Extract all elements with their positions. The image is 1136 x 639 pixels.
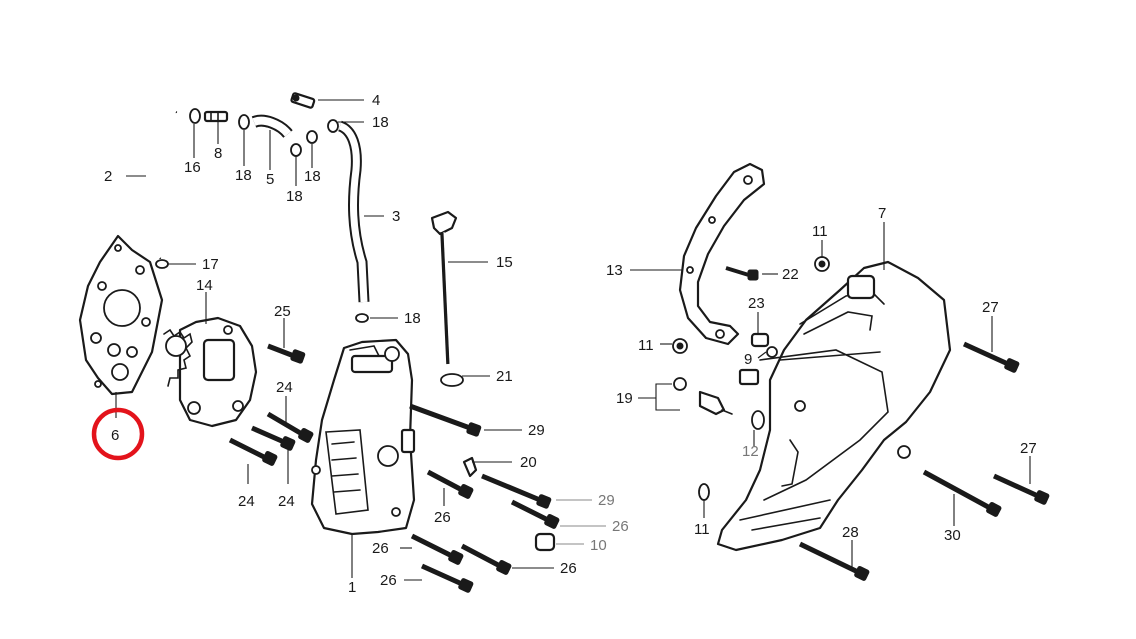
dipstick-part-15 (430, 210, 458, 365)
callout-25: 25 (274, 303, 291, 320)
hose-part-2 (137, 105, 178, 261)
cover-part-7 (716, 260, 952, 552)
callout-15: 15 (496, 254, 513, 271)
pin-part-23 (750, 332, 770, 348)
o-ring-part-21 (440, 373, 464, 387)
callout-29-a: 29 (528, 422, 545, 439)
callout-26-e: 26 (380, 572, 397, 589)
callout-10: 10 (590, 537, 607, 554)
callout-18-c: 18 (304, 168, 321, 185)
bolt-part-24-c (228, 437, 278, 466)
bracket-part-13 (678, 162, 766, 346)
callout-21: 21 (496, 368, 513, 385)
part-9 (766, 346, 778, 358)
callout-20: 20 (520, 454, 537, 471)
washer-part-11-a (814, 256, 830, 272)
bolt-part-30 (922, 469, 1002, 517)
bolt-part-28 (798, 541, 870, 581)
part-12 (751, 410, 765, 430)
callout-26-a: 26 (434, 509, 451, 526)
callout-12: 12 (742, 443, 759, 460)
hose-part-5 (251, 114, 293, 139)
fitting-part-4 (290, 92, 316, 109)
callout-6: 6 (111, 427, 119, 444)
gasket-part-6 (78, 234, 164, 396)
bolt-part-27-a (962, 341, 1020, 373)
callout-18-a: 18 (372, 114, 389, 131)
callout-29-b: 29 (598, 492, 615, 509)
callout-28: 28 (842, 524, 859, 541)
callout-26-c: 26 (372, 540, 389, 557)
bolt-part-26-d (460, 543, 512, 575)
crankcase-cover-part-1 (310, 338, 416, 536)
washer-part-11-b (672, 338, 688, 354)
bolt-part-24-a (266, 411, 314, 443)
callout-18-b: 18 (235, 167, 252, 184)
callout-8: 8 (214, 145, 222, 162)
callout-18-d: 18 (286, 188, 303, 205)
callout-16: 16 (184, 159, 201, 176)
callout-27-b: 27 (1020, 440, 1037, 457)
highlight-circle (91, 407, 145, 461)
callout-11-bottom: 11 (694, 521, 710, 538)
callout-9: 9 (744, 351, 752, 368)
oil-pump-part-14 (163, 316, 258, 428)
callout-19: 19 (616, 390, 633, 407)
hose-part-3 (337, 120, 370, 303)
callout-11-left: 11 (638, 337, 654, 354)
bolt-part-27-b (992, 473, 1050, 505)
clip-part-20 (462, 456, 478, 478)
callout-4: 4 (372, 92, 380, 109)
callout-23: 23 (748, 295, 765, 312)
callout-18-e: 18 (404, 310, 421, 327)
callout-2: 2 (104, 168, 112, 185)
bolt-part-26-e (420, 563, 474, 593)
fitting-part-8 (203, 110, 229, 123)
callout-3: 3 (392, 208, 400, 225)
bolt-part-26-a (426, 469, 474, 499)
bolt-part-26-c (410, 533, 464, 565)
callout-5: 5 (266, 171, 274, 188)
washer-part-11-c (698, 483, 710, 501)
bolt-part-26-b (510, 499, 560, 529)
bolt-part-29-a (409, 403, 482, 437)
callout-14: 14 (196, 277, 213, 294)
leader-lines (115, 99, 1031, 581)
callout-27-a: 27 (982, 299, 999, 316)
callout-labels: 1 2 3 4 5 6 7 8 9 10 11 11 11 12 13 14 1… (104, 92, 1037, 596)
callout-24-b: 24 (238, 493, 255, 510)
callout-7: 7 (878, 205, 886, 222)
bolt-part-29-b (481, 473, 552, 509)
hose-clamps (155, 108, 369, 323)
callout-24-a: 24 (276, 379, 293, 396)
bolt-part-25 (267, 343, 306, 364)
callout-24-c: 24 (278, 493, 295, 510)
callout-1: 1 (348, 579, 356, 596)
switch-part-19 (673, 377, 733, 416)
callout-26-d: 26 (560, 560, 577, 577)
callout-22: 22 (782, 266, 799, 283)
bolt-part-24-b (250, 425, 296, 451)
callout-26-b: 26 (612, 518, 629, 535)
callout-11-top: 11 (812, 223, 828, 240)
callout-30: 30 (944, 527, 961, 544)
callout-17: 17 (202, 256, 219, 273)
callout-13: 13 (606, 262, 623, 279)
bolt-part-22 (725, 266, 759, 281)
collar-part-10 (534, 532, 556, 552)
